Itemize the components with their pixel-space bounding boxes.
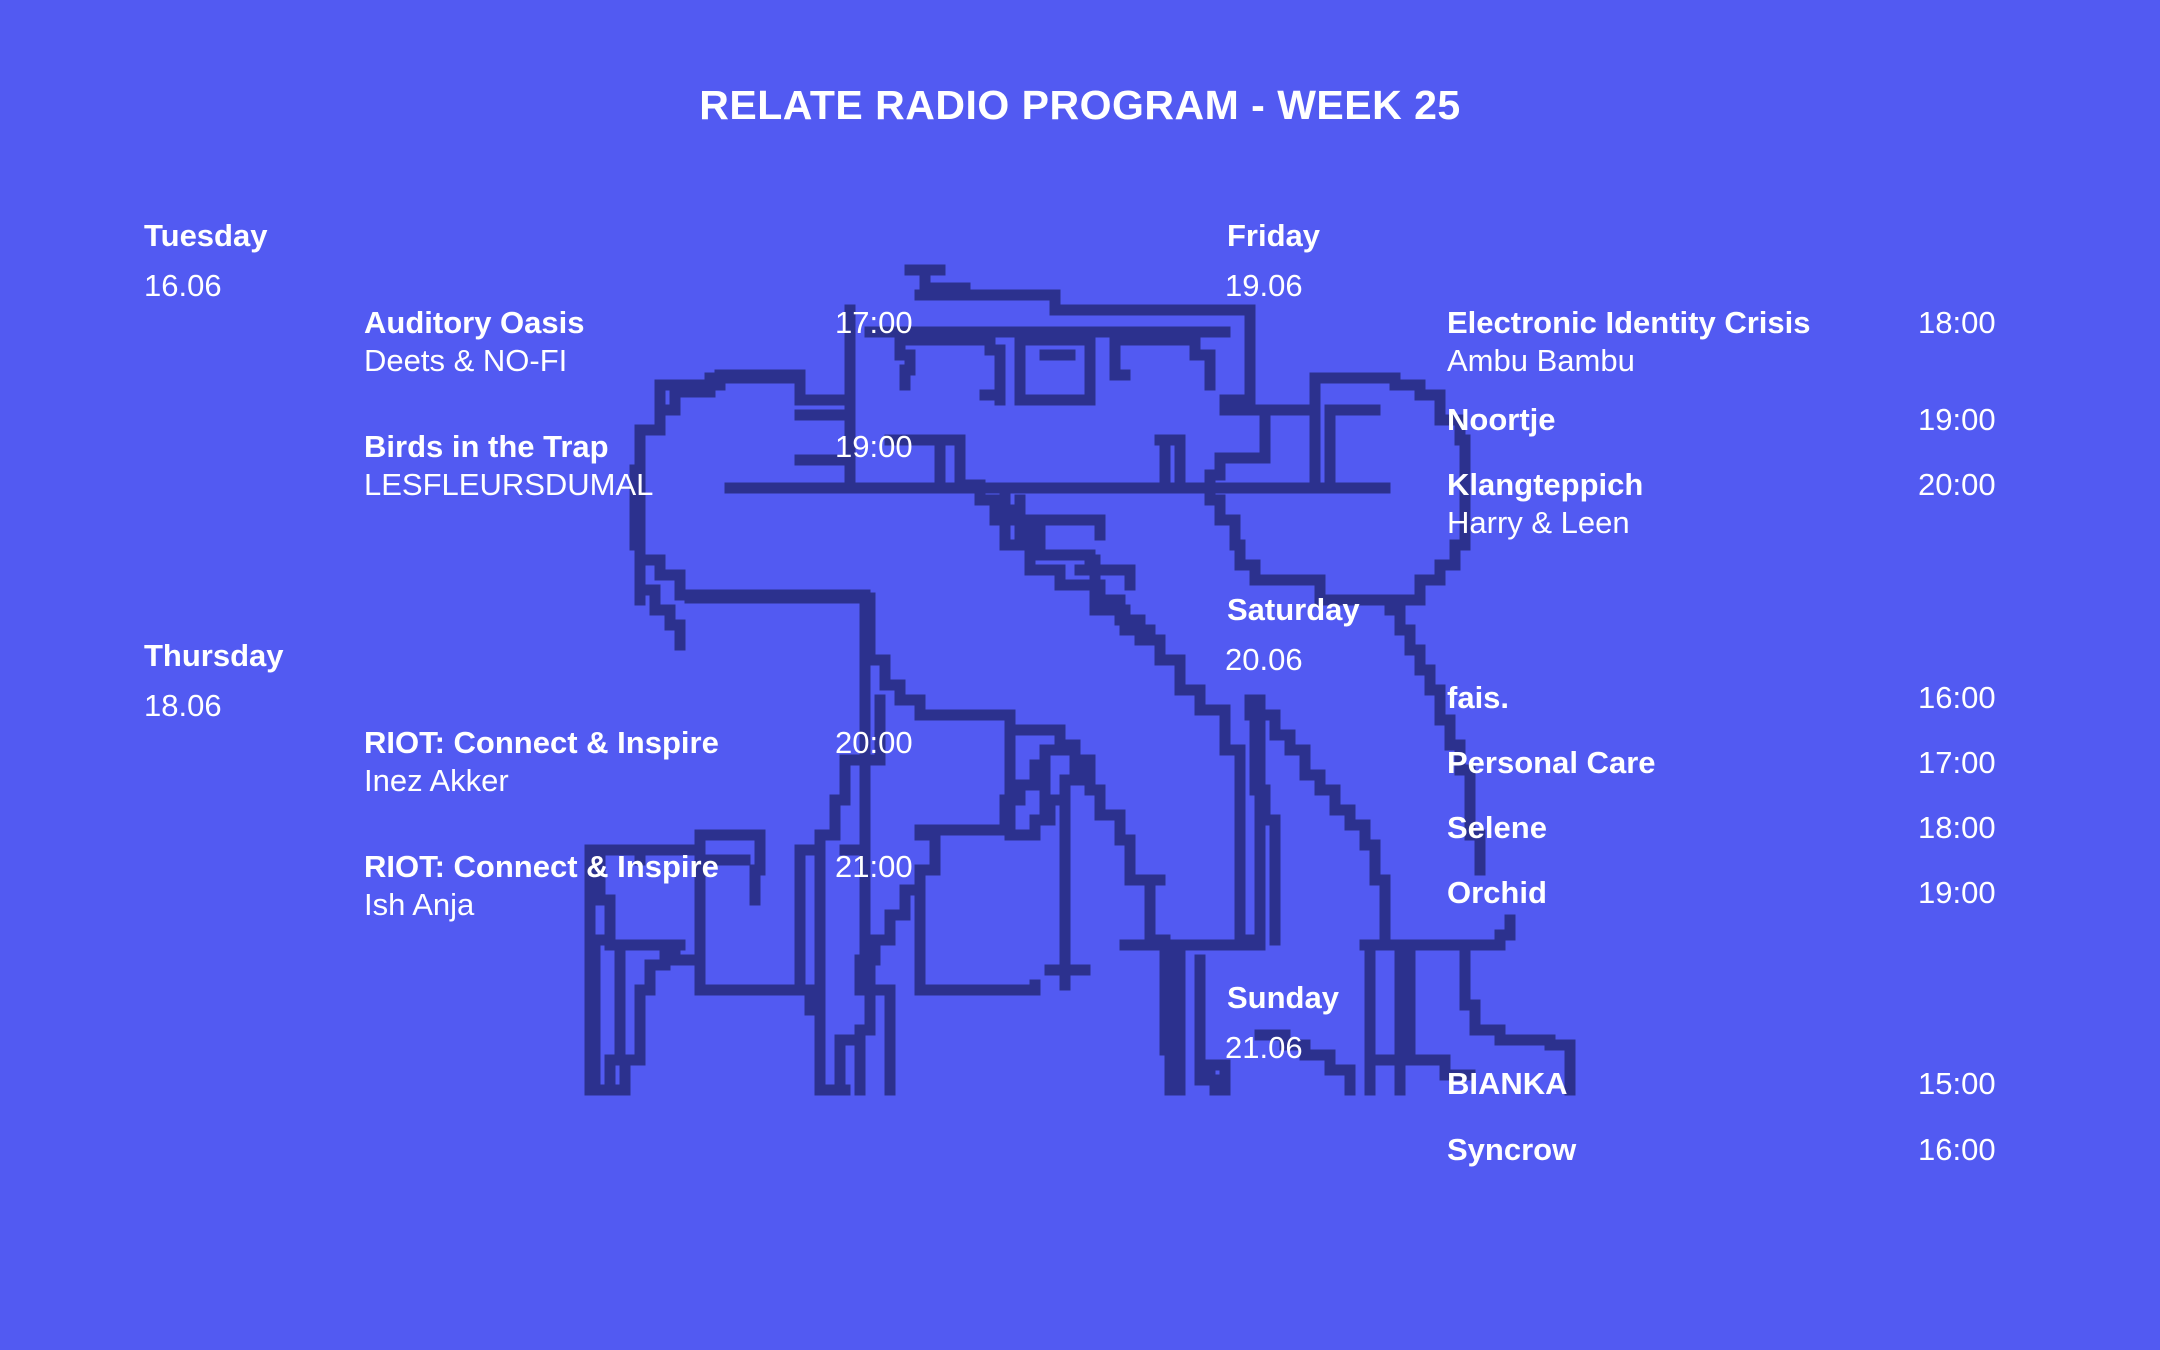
show-title: Noortje — [1447, 402, 1556, 437]
day-heading-thursday: Thursday — [144, 638, 284, 673]
show-host: Ambu Bambu — [1447, 343, 1635, 378]
show-title: Birds in the Trap — [364, 429, 609, 464]
show-host: Inez Akker — [364, 763, 509, 798]
day-heading-saturday: Saturday — [1227, 592, 1360, 627]
day-date-friday: 19.06 — [1225, 268, 1303, 303]
day-date-saturday: 20.06 — [1225, 642, 1303, 677]
show-title: fais. — [1447, 680, 1510, 715]
show-time: 16:00 — [1918, 680, 1996, 715]
day-date-sunday: 21.06 — [1225, 1030, 1303, 1065]
show-title: Auditory Oasis — [364, 305, 585, 340]
show-host: Harry & Leen — [1447, 505, 1630, 540]
show-title: RIOT: Connect & Inspire — [364, 849, 719, 884]
show-time: 19:00 — [1918, 402, 1996, 437]
show-title: Orchid — [1447, 875, 1547, 910]
show-title: Selene — [1447, 810, 1547, 845]
show-time: 21:00 — [835, 849, 913, 884]
show-title: Electronic Identity Crisis — [1447, 305, 1811, 340]
page-title: RELATE RADIO PROGRAM - WEEK 25 — [699, 82, 1461, 128]
show-time: 17:00 — [835, 305, 913, 340]
show-title: BIANKA — [1447, 1066, 1568, 1101]
show-host: Deets & NO-FI — [364, 343, 568, 378]
day-heading-sunday: Sunday — [1227, 980, 1339, 1015]
show-time: 19:00 — [1918, 875, 1996, 910]
day-heading-tuesday: Tuesday — [144, 218, 268, 253]
show-title: Personal Care — [1447, 745, 1656, 780]
show-host: Ish Anja — [364, 887, 475, 922]
day-date-tuesday: 16.06 — [144, 268, 222, 303]
show-time: 15:00 — [1918, 1066, 1996, 1101]
show-title: Klangteppich — [1447, 467, 1644, 502]
show-time: 16:00 — [1918, 1132, 1996, 1167]
show-time: 17:00 — [1918, 745, 1996, 780]
show-time: 20:00 — [1918, 467, 1996, 502]
show-host: LESFLEURSDUMAL — [364, 467, 654, 502]
show-time: 18:00 — [1918, 810, 1996, 845]
show-time: 18:00 — [1918, 305, 1996, 340]
day-date-thursday: 18.06 — [144, 688, 222, 723]
show-title: RIOT: Connect & Inspire — [364, 725, 719, 760]
show-time: 19:00 — [835, 429, 913, 464]
show-time: 20:00 — [835, 725, 913, 760]
show-title: Syncrow — [1447, 1132, 1577, 1167]
day-heading-friday: Friday — [1227, 218, 1321, 253]
